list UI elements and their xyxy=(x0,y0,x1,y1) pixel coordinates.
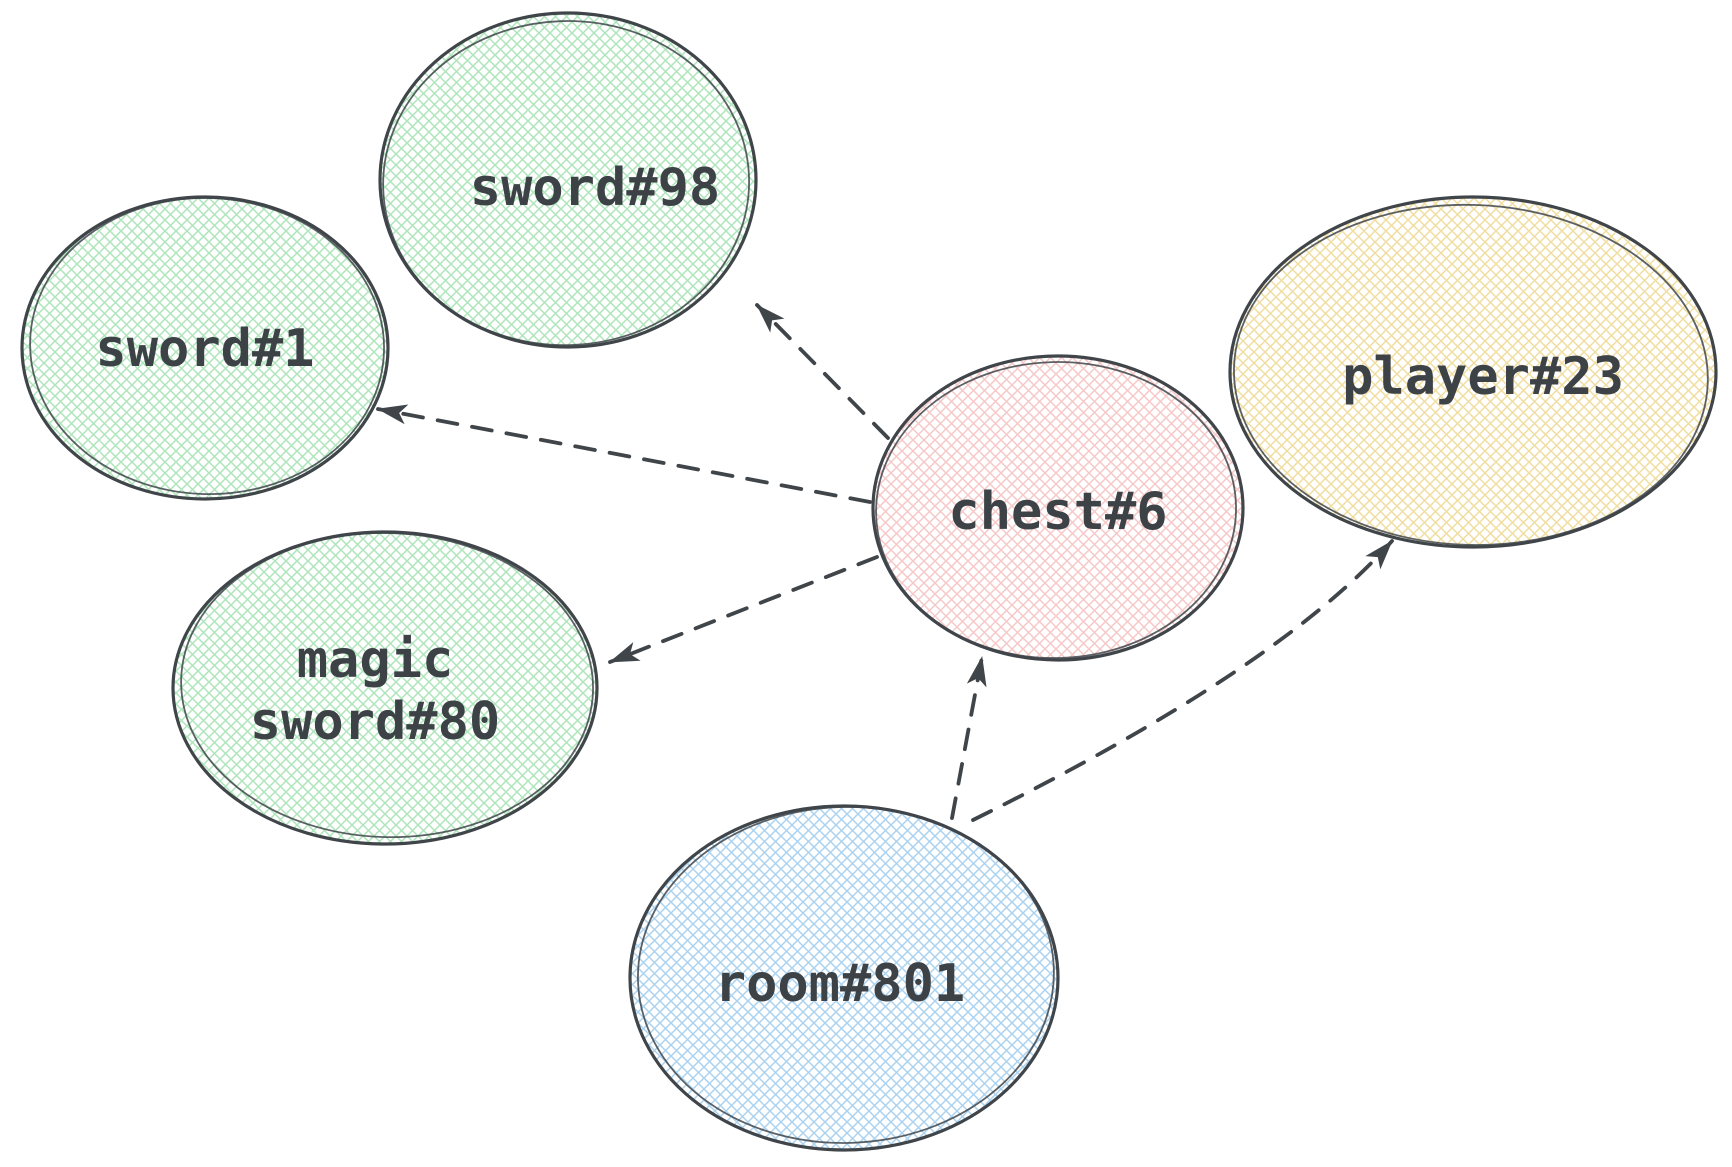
edge-chest6-to-sword98 xyxy=(755,303,890,440)
node-magic-sword80-label-line2: sword#80 xyxy=(250,692,500,752)
node-sword1-sketch-stroke xyxy=(29,197,385,496)
node-player23-ellipse xyxy=(1228,195,1718,549)
node-player23: player#23 xyxy=(1228,195,1718,549)
node-room801: room#801 xyxy=(628,804,1060,1152)
node-chest6-label: chest#6 xyxy=(948,482,1167,542)
node-sword1-ellipse xyxy=(20,195,390,501)
node-chest6: chest#6 xyxy=(871,354,1245,662)
node-sword98: sword#98 xyxy=(378,11,758,349)
node-room801-ellipse xyxy=(628,804,1060,1152)
node-magic-sword80-label-line1: magic xyxy=(297,630,454,690)
node-chest6-ellipse xyxy=(871,354,1245,662)
node-player23-sketch-stroke xyxy=(1233,203,1709,546)
node-sword1-label: sword#1 xyxy=(95,319,314,379)
node-sword98-ellipse xyxy=(378,11,758,349)
node-room801-sketch-stroke xyxy=(637,806,1055,1144)
node-magic-sword80-ellipse xyxy=(171,530,599,846)
node-magic-sword80: magic sword#80 xyxy=(171,530,599,846)
node-room801-label: room#801 xyxy=(715,954,965,1014)
edge-room801-to-player23 xyxy=(971,539,1394,822)
edge-room801-to-chest6 xyxy=(950,655,987,820)
edge-chest6-to-sword1 xyxy=(376,404,872,504)
node-magic-sword80-sketch-stroke xyxy=(180,532,594,839)
node-chest6-sketch-stroke xyxy=(875,361,1237,659)
node-player23-label: player#23 xyxy=(1342,347,1624,407)
edges-layer xyxy=(376,303,1394,822)
node-sword98-label: sword#98 xyxy=(470,158,720,218)
node-sword1: sword#1 xyxy=(20,195,390,501)
node-sword98-sketch-stroke xyxy=(382,20,750,346)
edge-chest6-to-magic-sword80 xyxy=(608,555,879,664)
